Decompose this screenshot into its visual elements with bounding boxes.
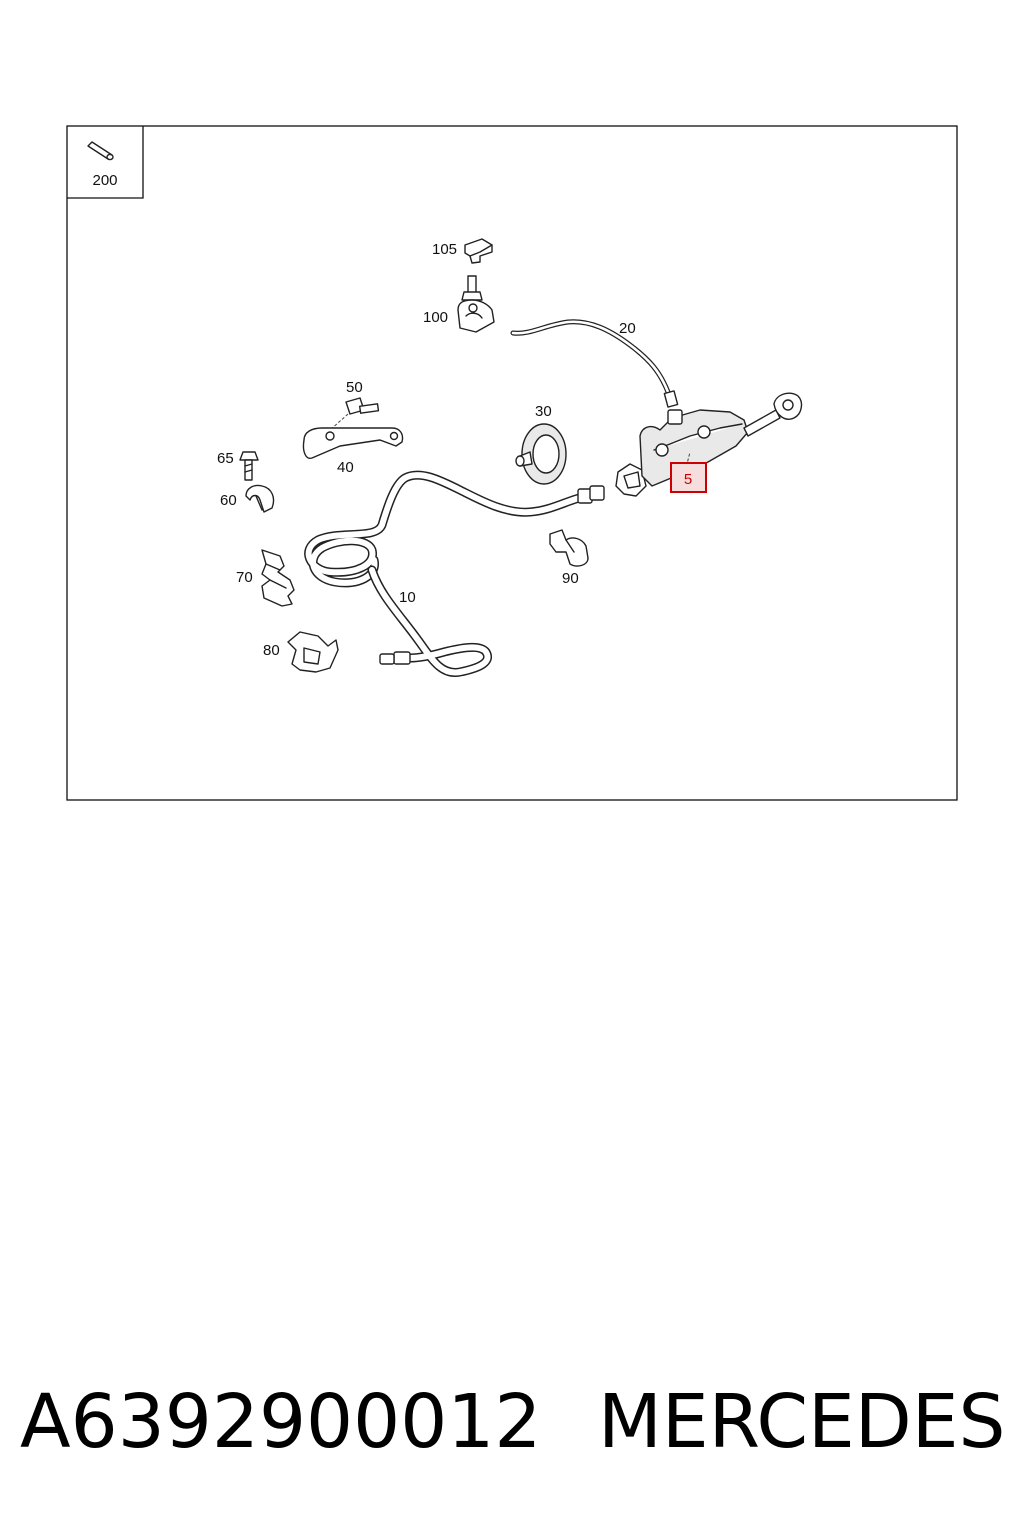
footer: A6392900012 MERCEDES (0, 1372, 1024, 1472)
part-number: A6392900012 (20, 1379, 542, 1465)
callout-70: 70 (236, 569, 253, 586)
screw-65 (239, 451, 259, 481)
callout-80: 80 (263, 642, 280, 659)
callout-40: 40 (337, 459, 354, 476)
callout-20: 20 (619, 320, 636, 337)
callout-30: 30 (535, 403, 552, 420)
callout-100: 100 (423, 309, 448, 326)
hydraulic-line-20 (510, 319, 679, 408)
clamp-80 (287, 631, 339, 673)
clip-70 (261, 549, 295, 607)
hydraulic-pipe-10 (304, 470, 605, 677)
clip-60 (245, 484, 275, 513)
pin-icon (87, 141, 114, 161)
bracket-40 (302, 427, 404, 459)
callout-200: 200 (92, 172, 117, 189)
callout-65: 65 (217, 450, 234, 467)
diagram-frame (66, 125, 958, 801)
callout-90: 90 (562, 570, 579, 587)
inset-box-200: 200 (67, 126, 144, 199)
parts-diagram: 200 105 100 20 50 40 30 (66, 125, 958, 801)
brand-name: MERCEDES (598, 1379, 1006, 1465)
clip-105 (464, 238, 493, 264)
callout-5-highlight-box (670, 462, 707, 493)
callout-50: 50 (346, 379, 363, 396)
bolt-50 (329, 397, 380, 431)
fitting-100 (457, 275, 495, 333)
callout-105: 105 (432, 241, 457, 258)
callout-10: 10 (399, 589, 416, 606)
callout-5: 5 (684, 471, 692, 488)
grommet-30 (515, 423, 567, 485)
master-cylinder-5 (615, 392, 803, 497)
callout-60: 60 (220, 492, 237, 509)
holder-90 (549, 529, 589, 567)
